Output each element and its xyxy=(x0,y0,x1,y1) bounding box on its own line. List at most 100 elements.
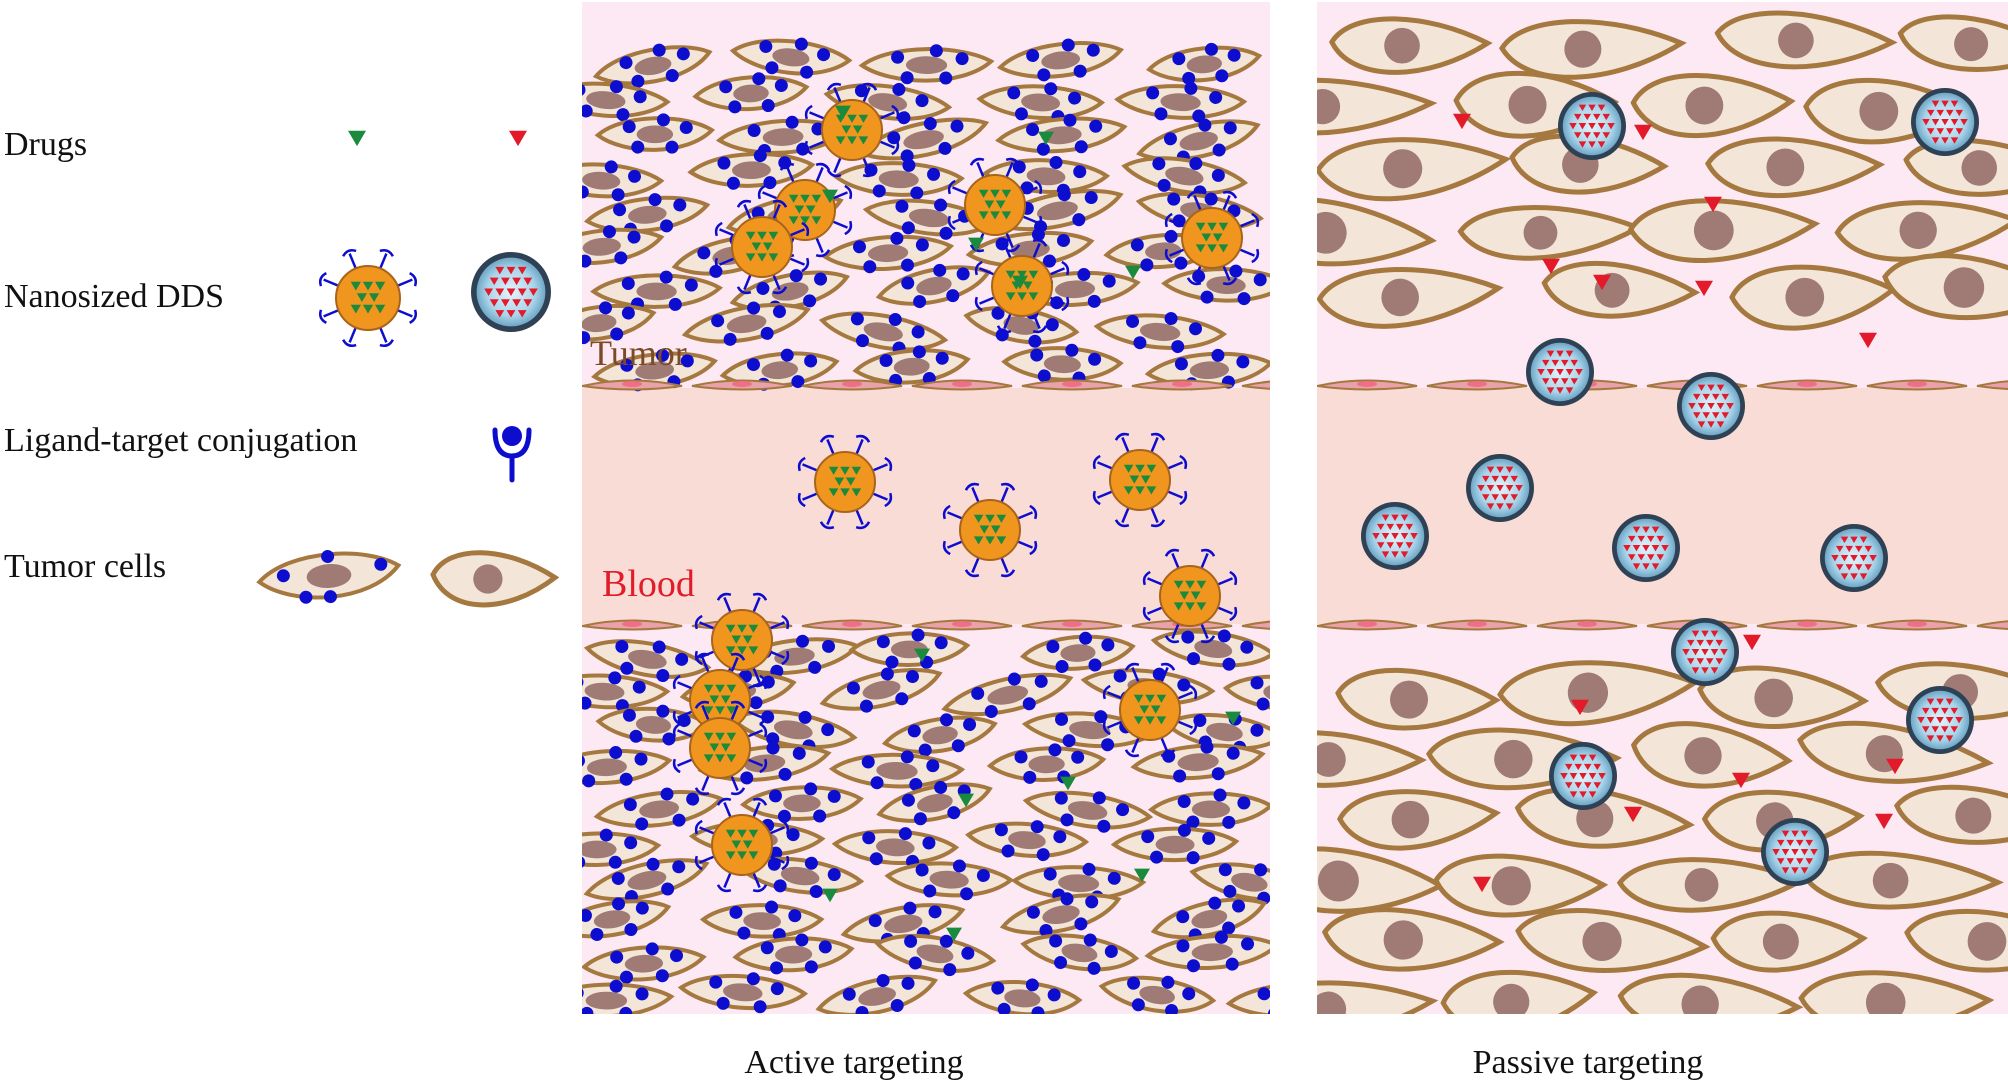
receptor-dot xyxy=(774,78,788,92)
encapsulated-drug xyxy=(1941,100,1949,108)
cell-nucleus xyxy=(1766,148,1805,187)
receptor-dot xyxy=(915,238,929,252)
encapsulated-drug xyxy=(726,684,737,693)
receptor-dot xyxy=(1215,69,1229,83)
receptor-dot xyxy=(1161,975,1175,989)
green-drug xyxy=(1038,131,1054,146)
receptor-dot xyxy=(1054,791,1068,805)
tumor-cell-with-receptors xyxy=(583,639,712,683)
cell-nucleus xyxy=(1061,943,1098,963)
receptor-dot xyxy=(818,940,832,954)
receptor-dot xyxy=(629,729,643,743)
encapsulated-drug xyxy=(506,310,516,318)
cell-nucleus xyxy=(628,649,667,669)
encapsulated-drug xyxy=(1129,475,1140,484)
receptor-dot xyxy=(602,225,616,239)
endothelial-cell xyxy=(1241,380,1270,390)
receptor-dot xyxy=(861,755,875,769)
receptor-dot xyxy=(907,724,921,738)
encapsulated-drug xyxy=(1656,554,1665,561)
receptor-icon xyxy=(492,426,532,483)
tumor-cell-with-receptors xyxy=(692,72,810,114)
cell-nucleus xyxy=(858,987,896,1006)
receptor-dot xyxy=(923,117,937,131)
encapsulated-drug xyxy=(1156,716,1167,725)
receptor-dot xyxy=(609,80,623,94)
ligand-arm xyxy=(1114,432,1130,453)
encapsulated-drug xyxy=(1776,858,1785,865)
encapsulated-drug xyxy=(1583,113,1591,121)
receptor-dot xyxy=(1104,944,1118,958)
encapsulated-drug xyxy=(973,536,984,545)
receptor-dot xyxy=(656,113,670,127)
receptor-dot xyxy=(991,306,1005,320)
endothelial-nucleus xyxy=(1467,381,1487,387)
cell-nucleus xyxy=(584,682,625,701)
receptor-dot xyxy=(1088,352,1102,366)
receptor-dot xyxy=(680,354,694,368)
receptor-dot xyxy=(684,278,698,292)
receptor-dot xyxy=(1026,905,1040,919)
receptor-dot xyxy=(1236,355,1250,369)
dds-core xyxy=(964,174,1026,236)
receptor-dot xyxy=(1061,38,1075,52)
encapsulated-drug xyxy=(1831,555,1839,562)
encapsulated-drug xyxy=(1859,573,1868,580)
cell-nucleus xyxy=(582,171,621,190)
encapsulated-drug xyxy=(1602,132,1611,139)
ligand-arm xyxy=(1142,570,1163,586)
receptor-dot xyxy=(619,56,633,70)
tumor-cell-with-receptors xyxy=(941,672,1074,718)
receptor-dot xyxy=(610,327,624,341)
encapsulated-drug xyxy=(1931,726,1939,733)
receptor-dot xyxy=(765,900,779,914)
receptor-dot xyxy=(947,806,961,820)
cell-nucleus xyxy=(1003,316,1039,335)
encapsulated-drug xyxy=(1707,421,1715,428)
green-drug xyxy=(1012,275,1028,290)
tumor-cell-plain xyxy=(1882,253,2008,321)
ligand-arm xyxy=(736,199,752,220)
cell-nucleus xyxy=(1564,30,1602,68)
ligand-arm xyxy=(672,722,693,738)
encapsulated-drug xyxy=(1786,858,1794,865)
passive-dds-particle xyxy=(471,252,551,332)
ligand-arm xyxy=(1124,737,1140,758)
tumor-cell-plain xyxy=(1893,784,2008,845)
cell-nucleus xyxy=(1139,322,1181,341)
green-drug xyxy=(946,927,962,942)
cell-nucleus xyxy=(1685,86,1724,125)
receptor-dot xyxy=(1226,746,1240,760)
passive-dds-particle xyxy=(1677,372,1745,440)
endothelial-nucleus xyxy=(952,621,972,627)
encapsulated-drug xyxy=(1691,649,1700,656)
cell-nucleus xyxy=(1042,905,1080,925)
cell-nucleus xyxy=(1041,51,1081,70)
encapsulated-drug xyxy=(1859,555,1868,562)
receptor-dot xyxy=(1229,264,1243,278)
encapsulated-drug xyxy=(1706,639,1714,647)
encapsulated-drug xyxy=(501,299,510,307)
receptor-dot xyxy=(1177,678,1191,692)
tumor-cell-with-receptors xyxy=(818,311,949,355)
encapsulated-drug xyxy=(484,288,493,296)
cell-nucleus xyxy=(1231,872,1268,892)
cell-nucleus xyxy=(635,715,672,734)
receptor-dot xyxy=(1048,743,1062,757)
receptor-dot xyxy=(1214,930,1228,944)
tumor-cell-with-receptors xyxy=(990,188,1124,234)
receptor-dot xyxy=(761,99,775,113)
receptor-dot xyxy=(1257,987,1270,1001)
encapsulated-drug xyxy=(1564,782,1573,789)
receptor-dot xyxy=(933,263,947,277)
green-drug xyxy=(1134,868,1150,883)
encapsulated-drug xyxy=(1715,639,1724,647)
endothelial-nucleus xyxy=(1577,621,1597,627)
ligand-arm xyxy=(1102,720,1123,736)
tumor-cell-with-receptors xyxy=(582,897,672,941)
cell-nucleus xyxy=(1317,211,1347,254)
encapsulated-drug xyxy=(720,695,731,704)
receptor-dot xyxy=(876,974,890,988)
tumor-cell-with-receptors xyxy=(1020,933,1140,975)
receptor-dot xyxy=(659,270,673,284)
